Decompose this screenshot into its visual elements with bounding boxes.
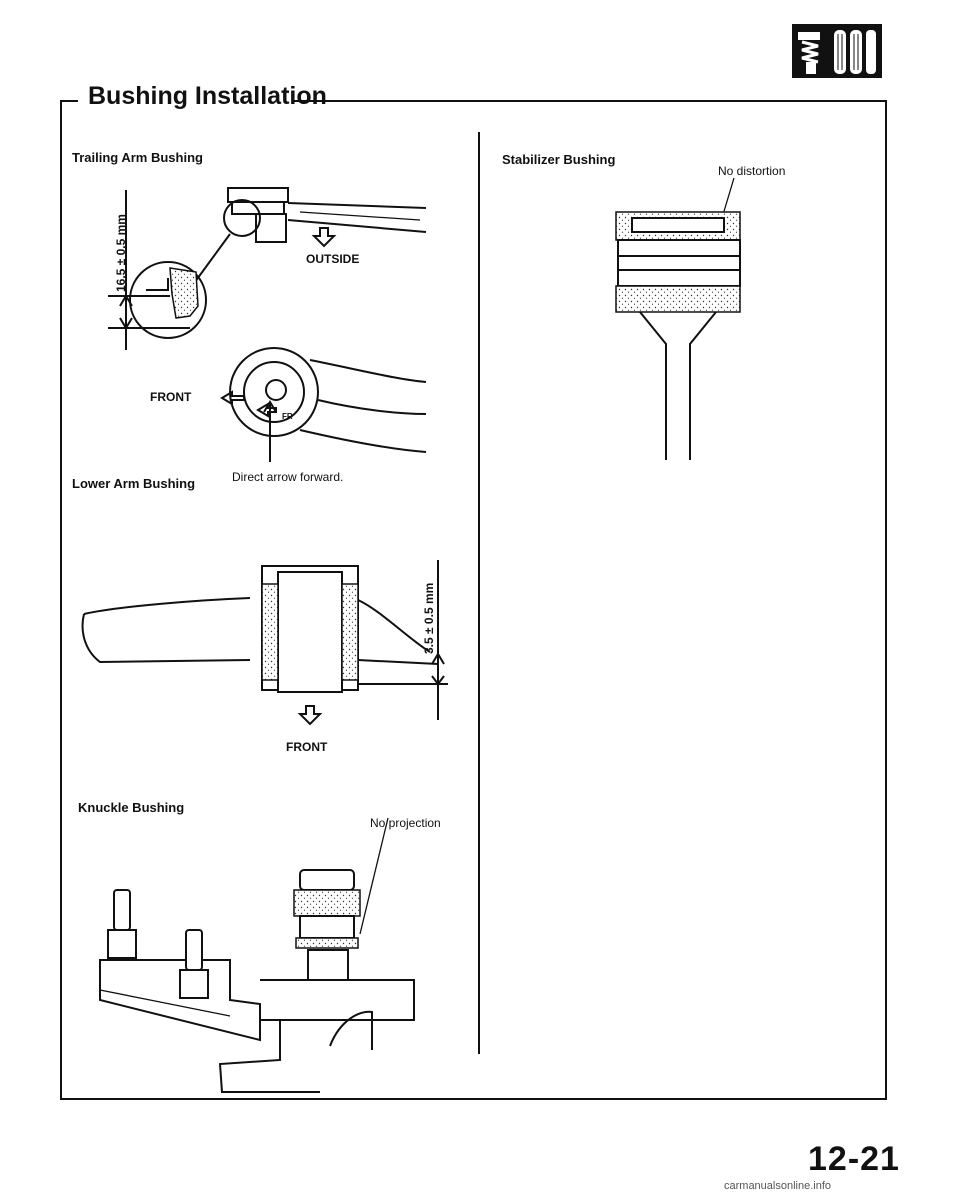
- suspension-shock-icon: [792, 24, 882, 78]
- title-gap: [78, 90, 293, 110]
- trailing-arm-dimension: 16.5 ± 0.5 mm: [114, 214, 128, 292]
- no-projection-note: No projection: [370, 816, 441, 830]
- stabilizer-bushing-diagram: [615, 177, 741, 460]
- page-title: Bushing Installation: [88, 82, 327, 110]
- page-number: 12-21: [808, 1140, 900, 1178]
- knuckle-bushing-diagram: [99, 817, 415, 1093]
- stabilizer-caption: Stabilizer Bushing: [502, 152, 616, 167]
- page-frame: [60, 100, 887, 1100]
- lower-arm-dimension: 3.5 ± 0.5 mm: [422, 582, 436, 654]
- watermark: carmanualsonline.info: [724, 1180, 832, 1192]
- direct-arrow-note: Direct arrow forward.: [232, 470, 344, 484]
- trailing-arm-caption: Trailing Arm Bushing: [72, 150, 203, 165]
- lower-arm-caption: Lower Arm Bushing: [72, 476, 196, 491]
- outside-label: OUTSIDE: [306, 252, 360, 266]
- lower-arm-bushing-diagram: [81, 560, 448, 726]
- no-distortion-note: No distortion: [718, 164, 786, 178]
- front-label-2: FRONT: [286, 740, 328, 754]
- lower-arm-pivot-diagram: [220, 347, 427, 462]
- front-label: FRONT: [150, 390, 192, 404]
- column-divider: [478, 132, 480, 1054]
- trailing-arm-diagram: [108, 187, 427, 350]
- fr-mark: FR: [282, 412, 293, 421]
- knuckle-caption: Knuckle Bushing: [78, 800, 185, 815]
